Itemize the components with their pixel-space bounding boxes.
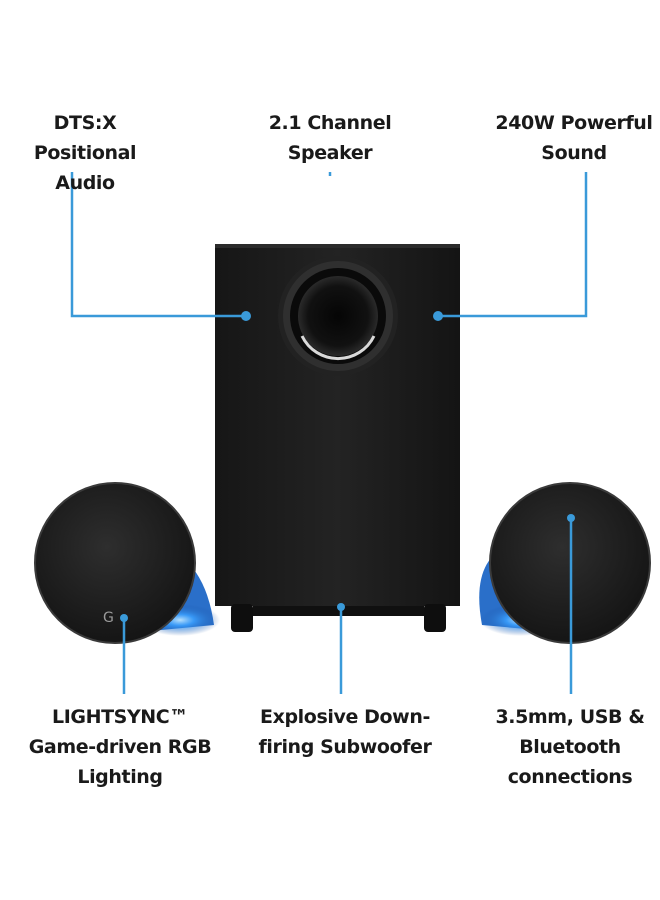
subwoofer-port [278, 256, 398, 376]
feature-channel: 2.1 Channel Speaker [268, 112, 392, 164]
subwoofer [215, 244, 460, 632]
left-satellite-speaker: G [34, 482, 220, 644]
feature-power: 240W Powerful Sound [495, 112, 653, 164]
subwoofer-left-foot [231, 604, 253, 632]
callout-dots [120, 311, 575, 622]
left-speaker-grille [35, 483, 195, 643]
feature-positional-audio: DTS:X Positional Audio [33, 112, 137, 194]
callout-line-positional-audio [70, 172, 246, 318]
feature-connections: 3.5mm, USB & Bluetooth connections [495, 706, 645, 788]
callout-lines [70, 172, 588, 694]
feature-lighting: LIGHTSYNC™ Game-driven RGB Lighting [28, 706, 212, 788]
callout-line-power [438, 172, 588, 318]
subwoofer-top-edge [215, 244, 460, 248]
right-satellite-speaker [479, 482, 651, 644]
feature-subwoofer: Explosive Down- firing Subwoofer [258, 706, 432, 758]
logitech-g-logo: G [103, 610, 114, 626]
subwoofer-base-shadow [253, 606, 424, 616]
subwoofer-right-foot [424, 604, 446, 632]
